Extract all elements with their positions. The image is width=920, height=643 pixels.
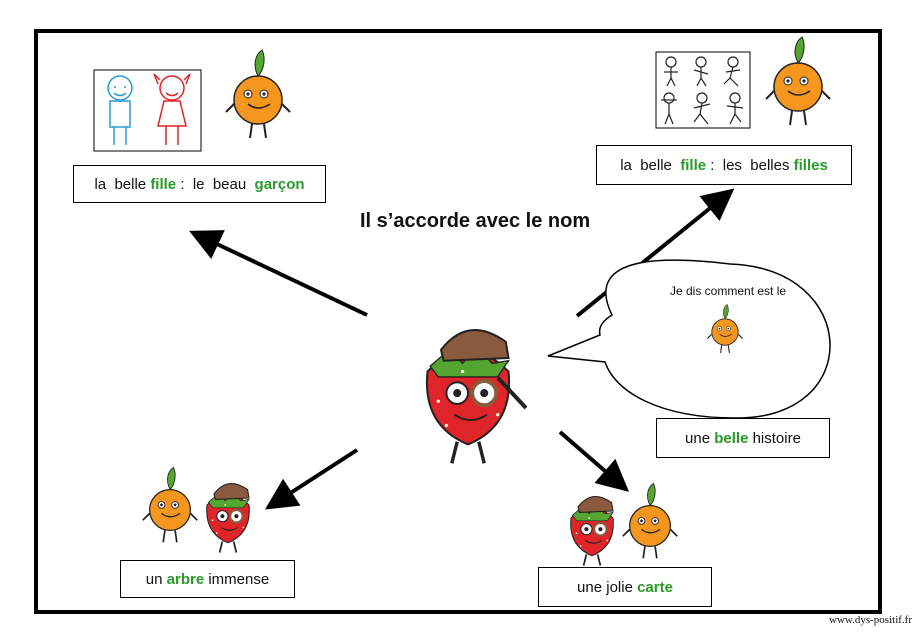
arrow-top-left	[189, 230, 368, 317]
stick-figures-icon	[661, 56, 744, 125]
example-text: histoire	[748, 429, 801, 447]
example-noun: fille	[680, 156, 707, 174]
example-box-top-left: la belle fille : le beau garçon	[73, 165, 326, 203]
example-noun: fille	[150, 175, 177, 193]
girl-icon	[153, 73, 191, 145]
example-adjective: belle	[714, 429, 749, 447]
orange-mascot-bottom-right	[621, 482, 679, 560]
strawberry-mascot-bottom-left	[205, 482, 251, 554]
bubble-text: Je dis comment est le	[670, 284, 787, 298]
orange-mascot-bottom-left	[141, 466, 199, 544]
example-text: la belle	[620, 156, 681, 174]
speech-bubble	[547, 259, 831, 419]
example-text: une jolie	[577, 578, 638, 596]
example-box-bottom-left: un arbre immense	[120, 560, 295, 598]
example-noun: filles	[793, 156, 828, 174]
orange-mascot-top-left	[225, 49, 291, 139]
example-box-bubble: une belle histoire	[656, 418, 830, 458]
example-box-top-right: la belle fille : les belles filles	[596, 145, 852, 185]
example-box-bottom-right: une jolie carte	[538, 567, 712, 607]
arrow-bottom-right	[558, 430, 630, 492]
example-text: la belle	[94, 175, 151, 193]
boy-icon	[107, 75, 133, 145]
strawberry-mascot-center	[427, 330, 509, 463]
example-text: un	[145, 570, 167, 588]
example-text: : le beau	[176, 175, 255, 193]
example-noun: arbre	[166, 570, 205, 588]
orange-mascot-top-right	[765, 36, 831, 126]
example-noun: carte	[637, 578, 673, 596]
arrow-bottom-left	[264, 448, 359, 510]
page-frame	[34, 29, 882, 614]
magnifier-handle	[496, 376, 528, 410]
example-text: immense	[204, 570, 270, 588]
diagram-title: Il s’accorde avec le nom	[360, 210, 591, 232]
footer-website: www.dys-positif.fr	[829, 614, 912, 626]
arrow-top-right	[575, 188, 735, 318]
example-text: une	[685, 429, 715, 447]
example-text: : les belles	[706, 156, 794, 174]
strawberry-mascot-bottom-right	[569, 495, 615, 567]
example-noun: garçon	[254, 175, 305, 193]
